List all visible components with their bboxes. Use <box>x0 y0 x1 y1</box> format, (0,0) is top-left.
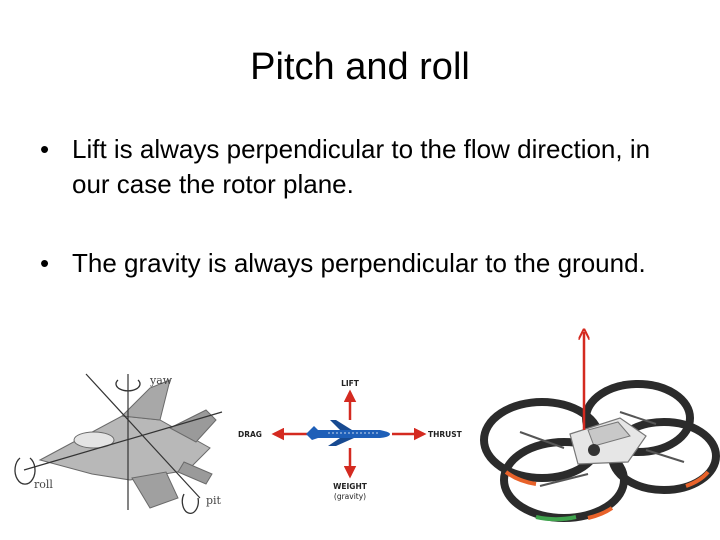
thrust-label: THRUST <box>428 430 463 439</box>
lift-label: LIFT <box>341 379 360 388</box>
weight-label: WEIGHT <box>333 482 368 491</box>
bullet-text: Lift is always perpendicular to the flow… <box>72 134 650 199</box>
yaw-label: yaw <box>149 374 173 387</box>
quadcopter-figure <box>470 322 720 528</box>
roll-label: roll <box>34 478 53 491</box>
jet-axes-figure: yaw roll pit <box>10 358 235 528</box>
airplane-icon <box>306 420 390 446</box>
pitch-label: pit <box>206 494 222 507</box>
gravity-label: (gravity) <box>334 492 366 501</box>
drag-label: DRAG <box>238 430 262 439</box>
bullet-list: • Lift is always perpendicular to the fl… <box>40 132 680 325</box>
quadcopter-illustration <box>484 384 716 519</box>
bullet-symbol: • <box>40 246 49 281</box>
bullet-item: • Lift is always perpendicular to the fl… <box>40 132 680 202</box>
slide-title: Pitch and roll <box>0 44 720 90</box>
forces-figure: LIFT DRAG THRUST WEIGHT (gravity) <box>232 372 472 508</box>
bullet-text: The gravity is always perpendicular to t… <box>72 248 646 278</box>
bullet-item: • The gravity is always perpendicular to… <box>40 246 680 281</box>
pitch-rotation-arrow <box>182 494 198 513</box>
bullet-symbol: • <box>40 132 49 167</box>
roll-rotation-arrow <box>15 458 35 484</box>
